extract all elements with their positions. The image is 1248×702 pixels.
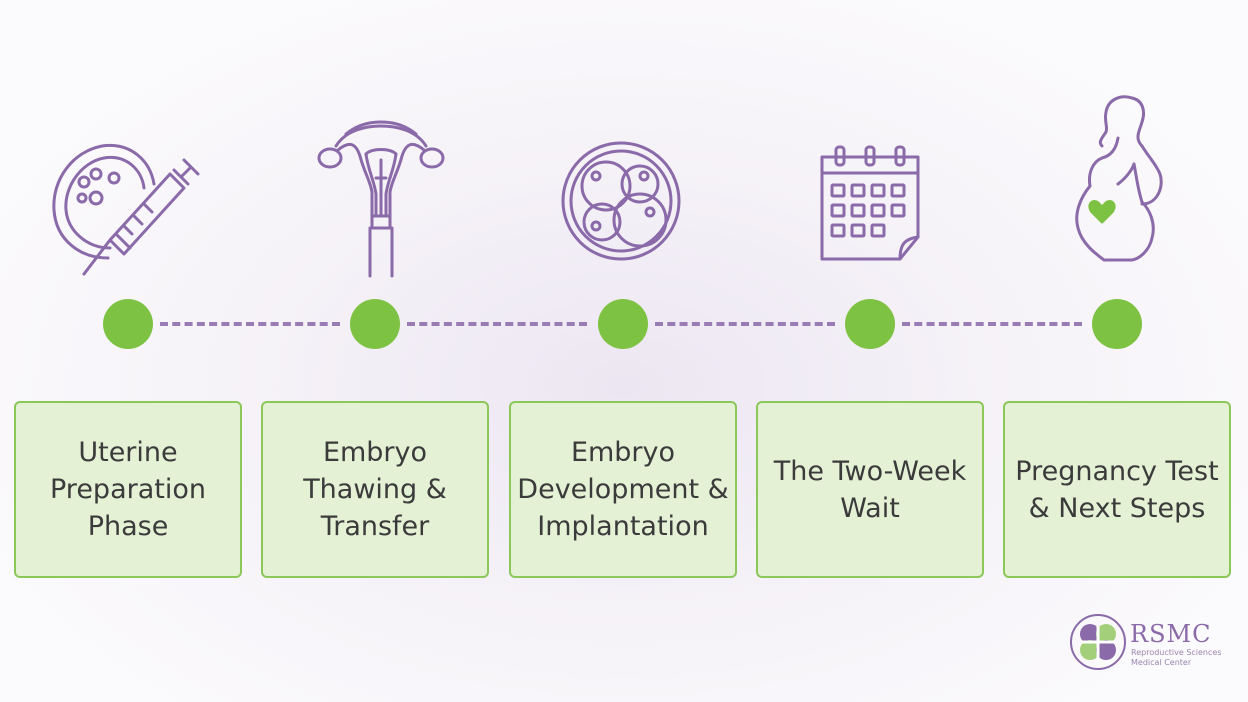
step-label: Pregnancy Test & Next Steps [1015, 455, 1219, 524]
logo-subtitle-line1: Reproductive Sciences [1131, 648, 1222, 657]
step-box-two-week-wait: The Two-Week Wait [756, 401, 984, 578]
step-box-uterine-preparation: Uterine Preparation Phase [14, 401, 242, 578]
timeline-connector [655, 322, 835, 326]
step-label: Embryo Thawing & Transfer [303, 437, 447, 542]
uterus-catheter-icon [316, 120, 446, 280]
timeline-dot [350, 299, 400, 349]
step-label: Uterine Preparation Phase [50, 437, 206, 542]
logo-subtitle-line2: Medical Center [1131, 658, 1192, 667]
timeline-connector [160, 322, 340, 326]
step-box-pregnancy-test: Pregnancy Test & Next Steps [1003, 401, 1231, 578]
timeline-connector [902, 322, 1082, 326]
timeline-dot [103, 299, 153, 349]
rsmc-logo-icon [1070, 614, 1126, 670]
embryo-cells-icon [560, 140, 682, 262]
step-box-embryo-thawing: Embryo Thawing & Transfer [261, 401, 489, 578]
step-label: The Two-Week Wait [773, 455, 967, 524]
logo-name: RSMC [1130, 620, 1212, 648]
heart-icon [1090, 202, 1114, 222]
logo-subtitle: Reproductive Sciences Medical Center [1131, 648, 1241, 668]
timeline-dot [1092, 299, 1142, 349]
pregnant-woman-icon [1072, 94, 1168, 266]
syringe-follicle-icon [50, 140, 200, 280]
step-label: Embryo Development & Implantation [517, 437, 729, 542]
timeline-connector [407, 322, 587, 326]
timeline-dot [845, 299, 895, 349]
timeline-dot [598, 299, 648, 349]
calendar-icon [816, 145, 924, 263]
step-box-embryo-development: Embryo Development & Implantation [509, 401, 737, 578]
